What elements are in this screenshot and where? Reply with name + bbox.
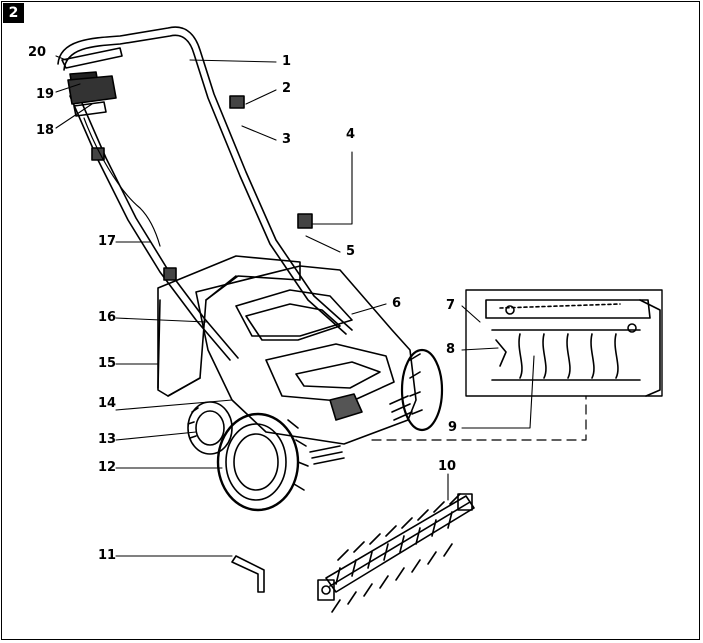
callout-19: 19	[36, 87, 55, 102]
rear-wheel	[187, 401, 233, 455]
callout-16: 16	[98, 310, 117, 325]
grass-bag	[157, 255, 301, 397]
callout-10: 10	[438, 459, 457, 474]
callout-4: 4	[346, 127, 356, 142]
leader-lines	[55, 55, 535, 557]
callout-5: 5	[346, 244, 356, 259]
callout-7: 7	[446, 298, 456, 313]
callout-2: 2	[282, 81, 292, 96]
callout-18: 18	[36, 123, 55, 138]
callout-13: 13	[98, 432, 117, 447]
handle-bars	[57, 26, 353, 361]
inset-lead-line	[371, 395, 587, 441]
callout-1: 1	[282, 54, 292, 69]
callout-3: 3	[282, 132, 292, 147]
callout-12: 12	[98, 460, 117, 475]
inset-detail-view	[465, 289, 663, 397]
scarifier-roller	[317, 493, 475, 613]
front-wheel-right	[400, 348, 444, 432]
callout-17: 17	[98, 234, 117, 249]
figure-number-badge: 2	[3, 3, 24, 23]
hex-key	[231, 555, 265, 593]
callout-11: 11	[98, 548, 117, 563]
front-wheel-left	[216, 412, 309, 512]
callout-20: 20	[28, 45, 47, 60]
callout-9: 9	[448, 420, 458, 435]
motor-housing	[195, 265, 417, 465]
callout-15: 15	[98, 356, 117, 371]
callout-8: 8	[446, 342, 456, 357]
callout-14: 14	[98, 396, 117, 411]
callout-6: 6	[392, 296, 402, 311]
